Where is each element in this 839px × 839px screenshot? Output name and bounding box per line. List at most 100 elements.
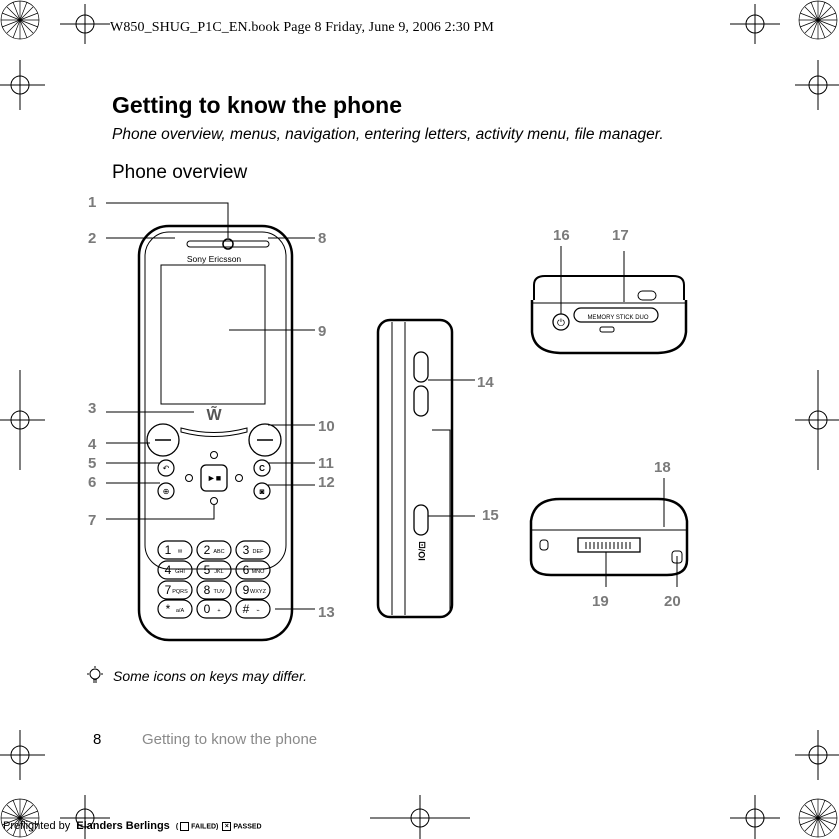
tip-text: Some icons on keys may differ. — [113, 668, 308, 684]
side-key-label: IO/⊡ — [417, 541, 427, 561]
internet-key[interactable] — [157, 482, 175, 500]
keypad-digit: # — [243, 602, 250, 616]
keypad-digit: * — [166, 602, 171, 616]
clear-key-label: C — [259, 464, 265, 473]
top-edge — [533, 275, 685, 300]
callout-13: 13 — [318, 604, 335, 621]
failed-checkbox — [180, 821, 190, 831]
keypad-letters: a/A — [176, 608, 185, 614]
globe-icon: ⊕ — [163, 487, 170, 496]
crosshair-mark-left-bottom — [0, 730, 45, 780]
starburst-mark-top-right — [798, 0, 838, 40]
crosshair-mark-left-mid — [0, 370, 45, 470]
clear-key[interactable] — [253, 459, 271, 477]
earpiece — [222, 238, 234, 250]
keypad-key-outline — [157, 540, 193, 560]
section-heading: Phone overview — [112, 162, 248, 183]
walkman-strip — [180, 427, 248, 437]
top-body — [530, 300, 688, 355]
keypad-key[interactable]: 0+ — [196, 599, 232, 619]
callout-20: 20 — [664, 593, 681, 610]
callout-8: 8 — [318, 230, 326, 247]
keypad-digit: 1 — [165, 543, 172, 557]
phone-side-view: IO/⊡ — [376, 318, 454, 619]
bottom-body — [529, 497, 689, 577]
nav-up-dot — [210, 451, 218, 459]
callout-4: 4 — [88, 436, 97, 453]
keypad-digit: 0 — [204, 602, 211, 616]
crosshair-mark-top-right — [730, 4, 780, 44]
keypad-key-outline — [235, 599, 271, 619]
running-title: Getting to know the phone — [142, 731, 318, 748]
bottom-left-hole — [539, 539, 549, 551]
starburst-mark-top-left — [0, 0, 40, 40]
nav-right-dot — [235, 474, 243, 482]
keypad-digit: 3 — [243, 543, 250, 557]
page-subtitle: Phone overview, menus, navigation, enter… — [112, 126, 664, 143]
lightbulb-icon — [87, 666, 103, 683]
callout-17: 17 — [612, 227, 629, 244]
charger-connector[interactable] — [577, 537, 641, 553]
crosshair-mark-left-top — [0, 60, 45, 110]
keypad-key-outline — [157, 560, 193, 580]
keypad-key-outline — [235, 540, 271, 560]
left-selection-key[interactable] — [146, 423, 180, 457]
tip-note: Some icons on keys may differ. — [85, 666, 307, 686]
callout-5: 5 — [88, 455, 96, 472]
keypad-digit: 8 — [204, 583, 211, 597]
memory-stick-slot[interactable] — [573, 307, 659, 323]
callout-14: 14 — [477, 374, 494, 391]
page-title: Getting to know the phone — [112, 92, 403, 118]
phone-top-view: ⏻ MEMORY STICK DUO — [530, 275, 688, 355]
right-selection-key[interactable] — [248, 423, 282, 457]
keypad-key-outline — [235, 580, 271, 600]
callout-11: 11 — [318, 455, 334, 472]
keypad-digit: 5 — [204, 563, 211, 577]
phone-body — [137, 224, 294, 642]
preflight-prefix: Preflighted by — [3, 820, 71, 832]
keypad-digit: 9 — [243, 583, 250, 597]
keypad-key[interactable]: * a/A — [157, 599, 193, 619]
keypad-letters: DEF — [253, 549, 265, 555]
callout-16: 16 — [553, 227, 570, 244]
keypad-letters: + — [217, 608, 220, 614]
crosshair-mark-bottom-left — [60, 795, 110, 839]
memory-stick-label: MEMORY STICK DUO — [587, 315, 648, 321]
callout-6: 6 — [88, 474, 96, 491]
keypad-digit: 4 — [165, 563, 172, 577]
keypad-key-outline — [235, 560, 271, 580]
passed-label: PASSED — [233, 822, 262, 830]
volume-up-key[interactable] — [413, 351, 429, 383]
crosshair-mark-right-top — [795, 60, 839, 110]
passed-checkbox: × — [222, 821, 232, 831]
callout-7: 7 — [88, 512, 96, 529]
volume-down-key[interactable] — [413, 385, 429, 417]
crosshair-mark-right-mid — [795, 370, 839, 470]
callout-15: 15 — [482, 507, 499, 524]
navigation-key[interactable] — [200, 464, 228, 492]
power-icon: ⏻ — [557, 318, 565, 329]
back-key[interactable] — [157, 459, 175, 477]
crosshair-mark-bottom-center — [370, 795, 470, 839]
callout-2: 2 — [88, 230, 96, 247]
activity-menu-key[interactable] — [253, 482, 271, 500]
screen — [160, 264, 266, 405]
strap-hole — [637, 290, 657, 301]
walkman-side-key[interactable] — [413, 504, 429, 536]
keypad-letters: ⌁ — [256, 608, 260, 614]
keypad-key[interactable]: #⌁ — [235, 599, 271, 619]
connector-pins — [585, 542, 631, 549]
keypad-key[interactable]: 1✉ — [157, 540, 193, 560]
activity-menu-icon: ◙ — [260, 487, 265, 496]
callout-9: 9 — [318, 323, 326, 340]
